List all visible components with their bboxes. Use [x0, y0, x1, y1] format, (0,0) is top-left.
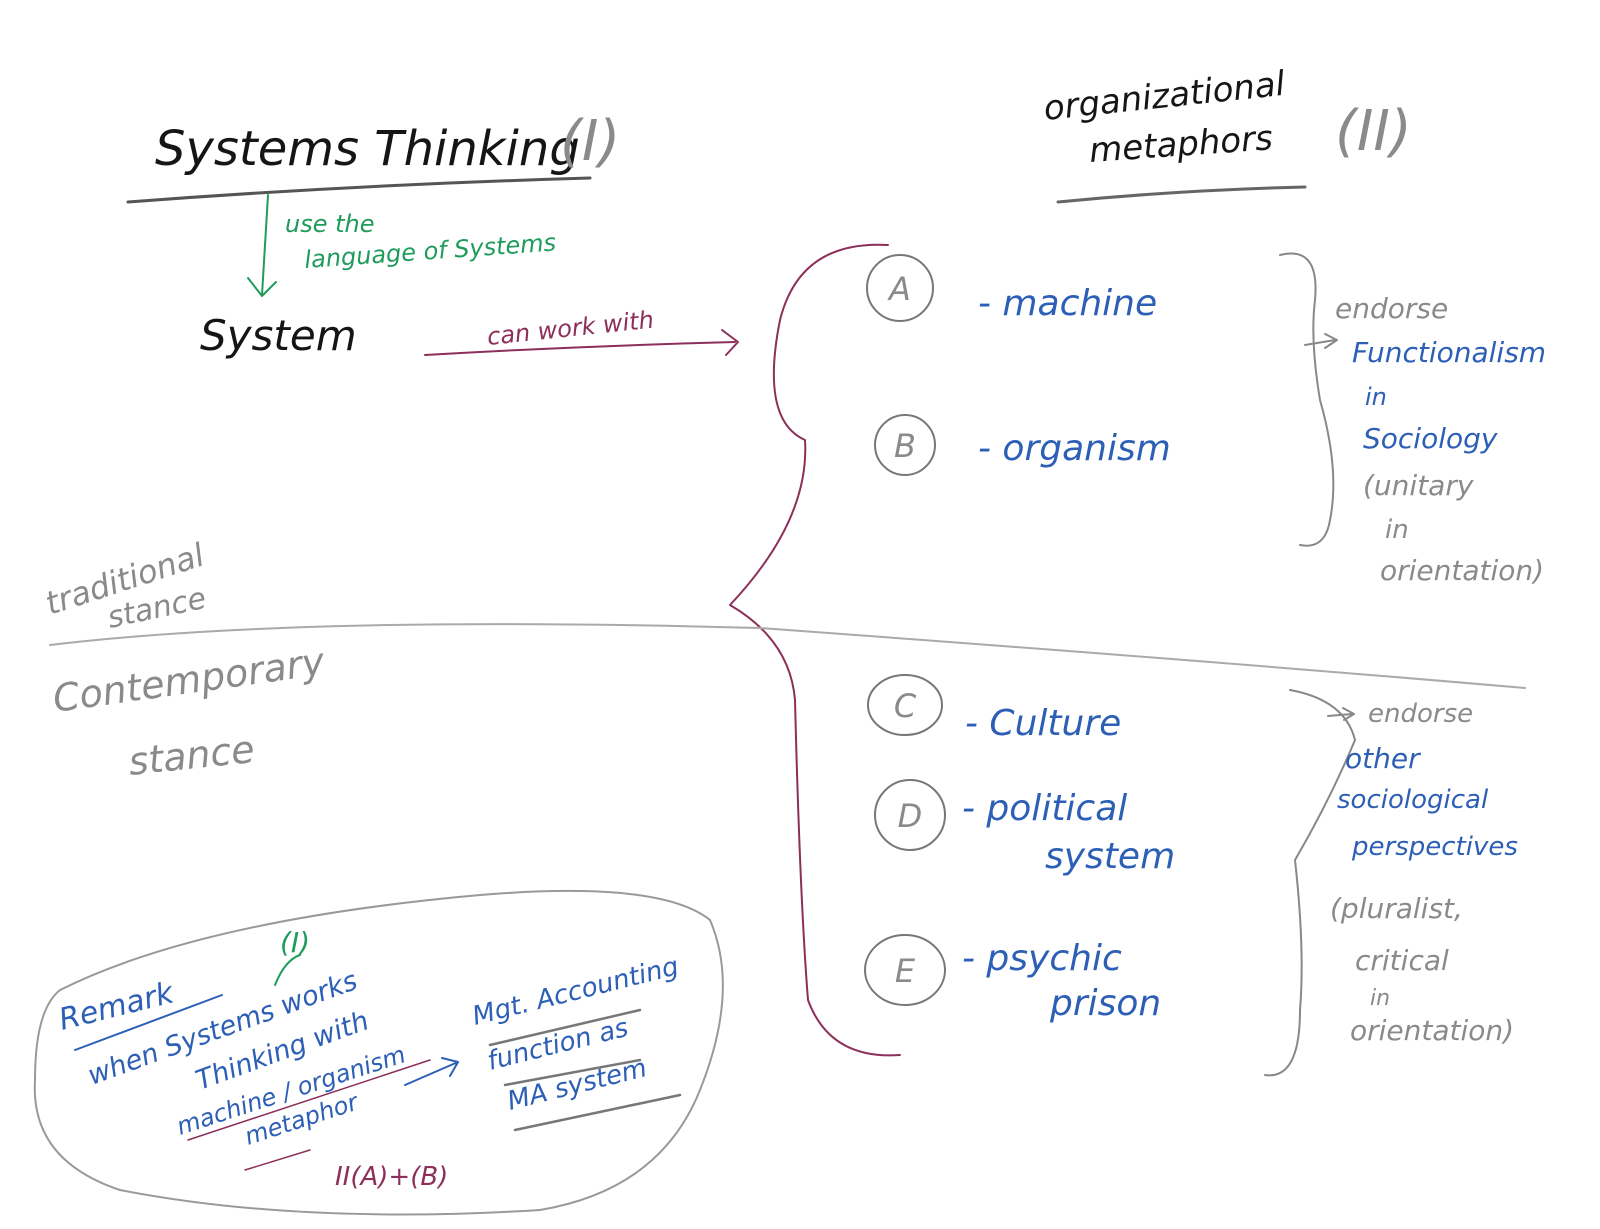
- remark-result: Mgt. Accounting: [469, 952, 681, 1032]
- section-one-numeral: (I): [560, 109, 620, 174]
- down-arrow-icon: [247, 194, 277, 297]
- metaphors-brace: [729, 243, 901, 1057]
- metaphor-e: E - psychic prison: [864, 934, 1161, 1024]
- contemporary-label: Contemporary: [50, 639, 328, 721]
- metaphor-machine: - machine: [978, 283, 1157, 324]
- note-text: sociological: [1337, 785, 1489, 815]
- endorse-label: endorse: [1335, 292, 1448, 325]
- remark-underline: [74, 994, 223, 1051]
- metaphor-culture: - Culture: [965, 703, 1121, 744]
- metaphor-a: A - machine: [866, 254, 1157, 324]
- result-underlines: [488, 1008, 682, 1132]
- metaphor-d: D - political system: [874, 779, 1175, 877]
- remark-highlight: [187, 1059, 431, 1171]
- note-text: (unitary: [1363, 469, 1474, 502]
- letter-a: A: [887, 270, 911, 308]
- stance-divider: [49, 623, 1526, 689]
- note-text: orientation): [1350, 1014, 1514, 1047]
- letter-circle: [867, 674, 943, 736]
- metaphor-political: - political: [962, 788, 1127, 829]
- letter-circle: [866, 254, 934, 322]
- letter-circle: [864, 934, 946, 1006]
- arrow-icon: [404, 1057, 459, 1086]
- arrow-icon: [1304, 333, 1338, 349]
- note-text: in: [1385, 515, 1409, 545]
- letter-circle: [874, 414, 936, 476]
- metaphor-system: system: [1045, 836, 1175, 877]
- contemporary-brace: [1264, 689, 1356, 1077]
- remark-ref: (I): [280, 926, 310, 959]
- metaphor-organism: - organism: [978, 428, 1171, 469]
- note-text: critical: [1355, 944, 1449, 977]
- letter-d: D: [898, 797, 923, 835]
- arrow-icon: [1327, 707, 1355, 721]
- title-underline: [126, 176, 592, 204]
- note-text: Sociology: [1363, 422, 1498, 455]
- note-text: in: [1365, 383, 1387, 411]
- letter-b: B: [894, 427, 916, 465]
- traditional-brace: [1279, 252, 1335, 547]
- remark-footnote: II(A)+(B): [335, 1162, 448, 1192]
- remark-box: Remark (I) when Systems works Thinking w…: [33, 889, 724, 1216]
- functionalism-label: Functionalism: [1352, 336, 1546, 369]
- system-label: System: [200, 311, 357, 360]
- letter-circle: [874, 779, 946, 851]
- metaphor-c: C - Culture: [867, 674, 1121, 744]
- right-arrow-icon: [424, 329, 739, 356]
- annotation-use-the: use the: [285, 210, 375, 238]
- letter-c: C: [894, 687, 917, 725]
- systems-thinking-title: Systems Thinking: [155, 121, 580, 177]
- link-label: can work with: [486, 306, 655, 351]
- remark-outline: [33, 889, 724, 1216]
- metaphor-b: B - organism: [874, 414, 1171, 476]
- metaphor-psychic: - psychic: [962, 938, 1122, 979]
- note-text: orientation): [1380, 554, 1544, 587]
- contemporary-stance-label: stance: [126, 727, 256, 784]
- ref-connector: [274, 954, 301, 986]
- note-text: other: [1345, 742, 1421, 775]
- remark-title: Remark: [55, 975, 178, 1038]
- note-text: (pluralist,: [1330, 892, 1463, 925]
- metaphor-prison: prison: [1049, 983, 1161, 1024]
- metaphors-title-line2: metaphors: [1088, 118, 1274, 171]
- endorse-label: endorse: [1368, 699, 1473, 729]
- section-two-numeral: (II): [1335, 99, 1412, 164]
- note-text: in: [1370, 986, 1390, 1011]
- metaphors-underline: [1056, 185, 1307, 204]
- note-text: perspectives: [1351, 832, 1518, 862]
- letter-e: E: [895, 952, 916, 990]
